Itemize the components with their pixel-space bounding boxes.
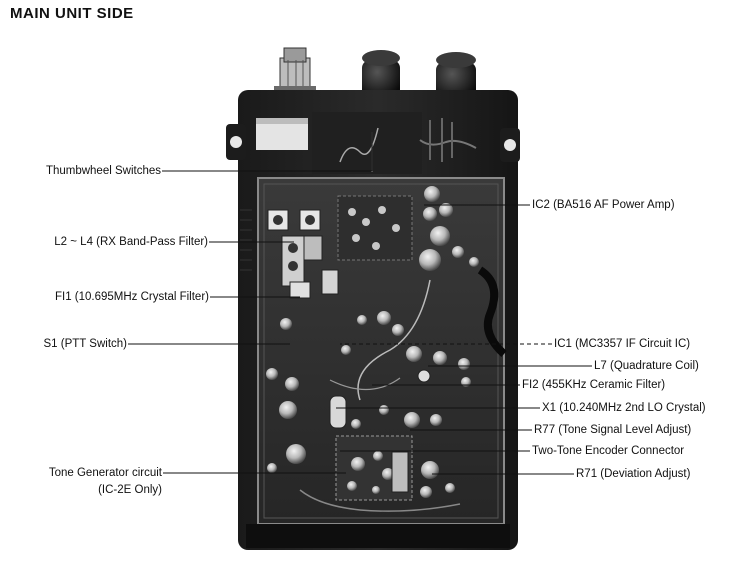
label-fi1: FI1 (10.695MHz Crystal Filter) — [54, 291, 209, 303]
label-two-tone-connector: Two-Tone Encoder Connector — [532, 445, 685, 457]
label-thumbwheel-switches: Thumbwheel Switches — [45, 165, 161, 177]
label-fi2: FI2 (455KHz Ceramic Filter) — [522, 379, 666, 391]
label-l2-l4: L2 ~ L4 (RX Band-Pass Filter) — [54, 236, 208, 248]
board-components — [266, 186, 507, 512]
label-tone-generator-note: (IC-2E Only) — [98, 484, 162, 496]
page-title: MAIN UNIT SIDE — [10, 5, 134, 22]
label-x1: X1 (10.240MHz 2nd LO Crystal) — [542, 402, 706, 414]
label-l7: L7 (Quadrature Coil) — [594, 360, 699, 372]
label-r77: R77 (Tone Signal Level Adjust) — [534, 424, 692, 436]
label-ic1: IC1 (MC3357 IF Circuit IC) — [554, 338, 691, 350]
leader-lines — [128, 132, 592, 475]
label-tone-generator: Tone Generator circuit — [48, 467, 162, 479]
antenna-connector — [274, 47, 316, 94]
label-r71: R71 (Deviation Adjust) — [576, 468, 691, 480]
label-s1: S1 (PTT Switch) — [43, 338, 128, 350]
label-ic2: IC2 (BA516 AF Power Amp) — [532, 199, 675, 211]
